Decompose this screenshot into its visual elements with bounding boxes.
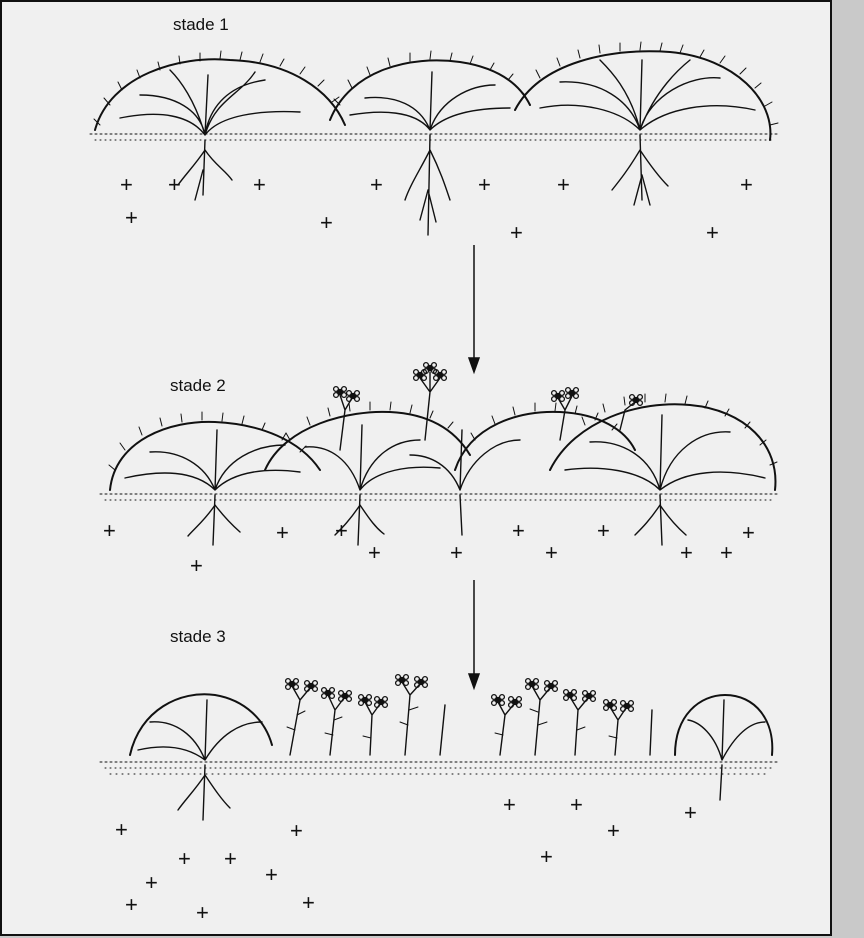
stage-1-label: stade 1 (173, 15, 229, 35)
plus-mark: + (510, 220, 523, 245)
plus-mark: + (276, 520, 289, 545)
plus-mark: + (145, 870, 158, 895)
plus-mark: + (450, 540, 463, 565)
plus-mark: + (597, 518, 610, 543)
plus-mark: + (115, 817, 128, 842)
plus-mark: + (720, 540, 733, 565)
plus-mark: + (290, 818, 303, 843)
stage3-plants (100, 682, 780, 820)
stage1-soil-markers: + + + + + + + + + + + (120, 172, 753, 245)
stage2-flowers (334, 363, 643, 406)
plus-mark: + (680, 540, 693, 565)
plus-mark: + (557, 172, 570, 197)
plus-mark: + (253, 172, 266, 197)
plus-mark: + (302, 890, 315, 915)
plus-mark: + (168, 172, 181, 197)
stage-3-label: stade 3 (170, 627, 226, 647)
plus-mark: + (512, 518, 525, 543)
succession-arrow-2 (469, 580, 479, 688)
plus-mark: + (320, 210, 333, 235)
plus-mark: + (740, 172, 753, 197)
plus-mark: + (335, 518, 348, 543)
stage1-plants (90, 42, 780, 235)
stage2-soil-markers: + + + + + + + + + + + + (103, 518, 755, 578)
plus-mark: + (370, 172, 383, 197)
plus-mark: + (368, 540, 381, 565)
plus-mark: + (684, 800, 697, 825)
plus-mark: + (196, 900, 209, 925)
plus-mark: + (478, 172, 491, 197)
plus-mark: + (265, 862, 278, 887)
stage2-plants (100, 372, 780, 545)
stage3-soil-markers: + + + + + + + + + + + + + + (115, 792, 697, 925)
plus-mark: + (178, 846, 191, 871)
plus-mark: + (570, 792, 583, 817)
plus-mark: + (503, 792, 516, 817)
plus-mark: + (120, 172, 133, 197)
plus-mark: + (103, 518, 116, 543)
plus-mark: + (742, 520, 755, 545)
stage-2-label: stade 2 (170, 376, 226, 396)
plus-mark: + (607, 818, 620, 843)
succession-arrow-1 (469, 245, 479, 372)
plus-mark: + (125, 205, 138, 230)
plus-mark: + (125, 892, 138, 917)
plus-mark: + (540, 844, 553, 869)
plus-mark: + (706, 220, 719, 245)
plus-mark: + (545, 540, 558, 565)
plus-mark: + (190, 553, 203, 578)
plus-mark: + (224, 846, 237, 871)
